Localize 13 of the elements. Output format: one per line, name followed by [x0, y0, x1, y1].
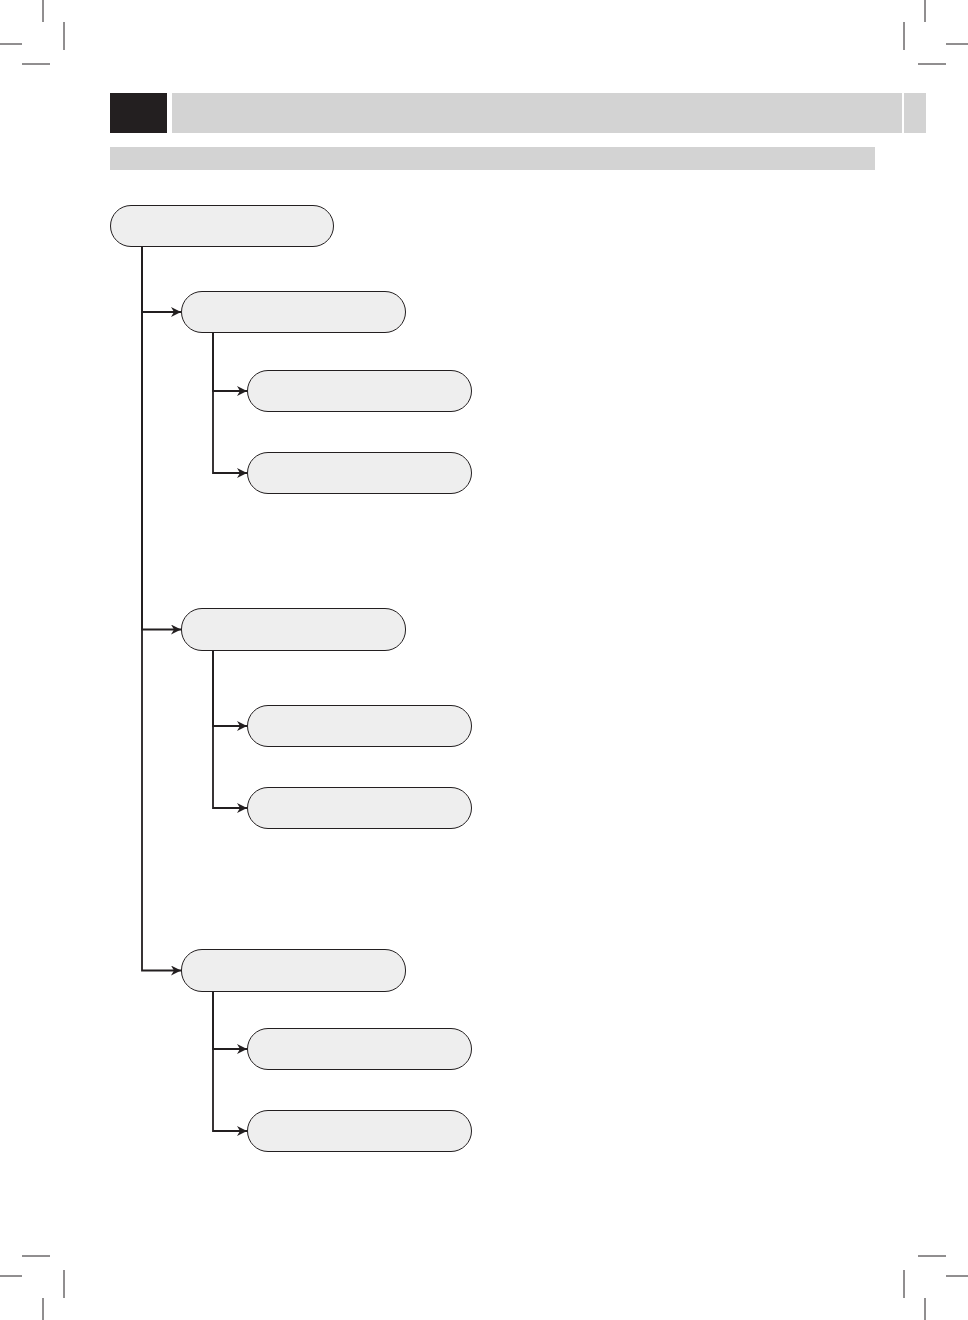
rounded-box: [181, 608, 406, 651]
rounded-box: [181, 949, 406, 992]
rounded-box: [247, 787, 472, 829]
rounded-box: [247, 370, 472, 412]
rounded-box: [110, 205, 334, 247]
rounded-box: [247, 705, 472, 747]
arrow: [212, 991, 248, 1136]
rounded-box: [181, 291, 406, 333]
arrow: [212, 650, 248, 813]
arrow: [212, 332, 248, 478]
rounded-box: [247, 1110, 472, 1152]
rounded-box: [247, 452, 472, 494]
rounded-box: [247, 1028, 472, 1070]
